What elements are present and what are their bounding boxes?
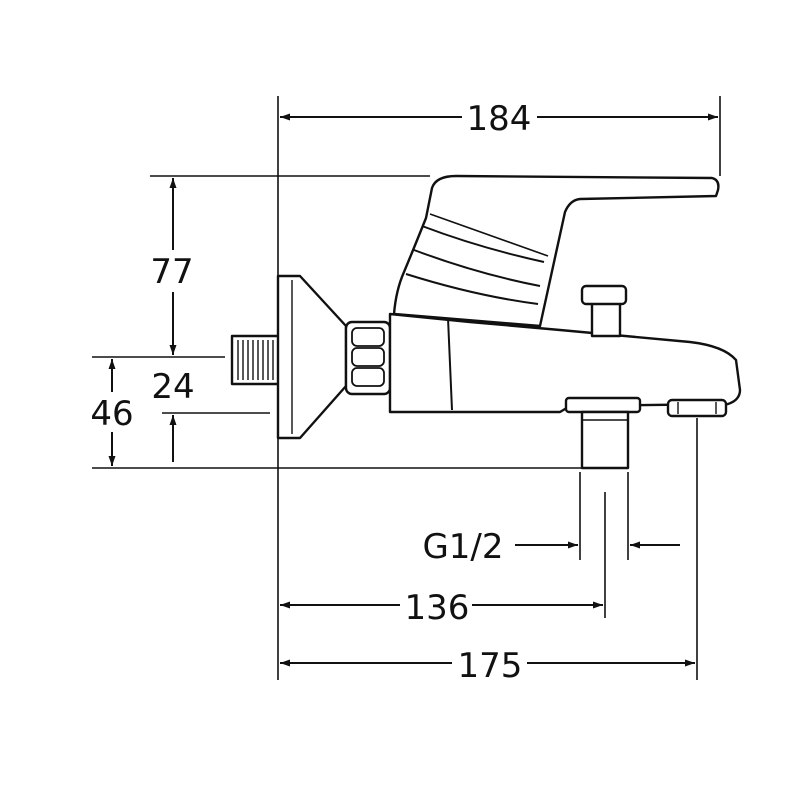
dimension-label-lever-height: 77 [150,252,193,292]
dimension-label-spout-reach: 175 [458,646,523,686]
wall-flange [276,274,348,440]
dimension-labels: 184 77 24 46 G1/2 136 175 [90,99,531,686]
connector-nut [344,320,392,396]
mixer-body [388,312,742,414]
lever-handle [392,174,720,328]
bath-outlet [564,396,642,470]
dimension-label-inlet-offset: 24 [151,367,194,407]
dimension-lines [108,113,718,667]
dimension-label-outlet-height: 46 [90,394,133,434]
spout-aerator [666,398,728,418]
diverter-knob [580,284,628,338]
dimension-label-outlet-distance: 136 [405,588,470,628]
faucet-outline [230,174,742,470]
dimension-label-overall-width: 184 [467,99,532,139]
inlet-stub [230,334,282,386]
dimension-label-thread-size: G1/2 [422,527,503,567]
